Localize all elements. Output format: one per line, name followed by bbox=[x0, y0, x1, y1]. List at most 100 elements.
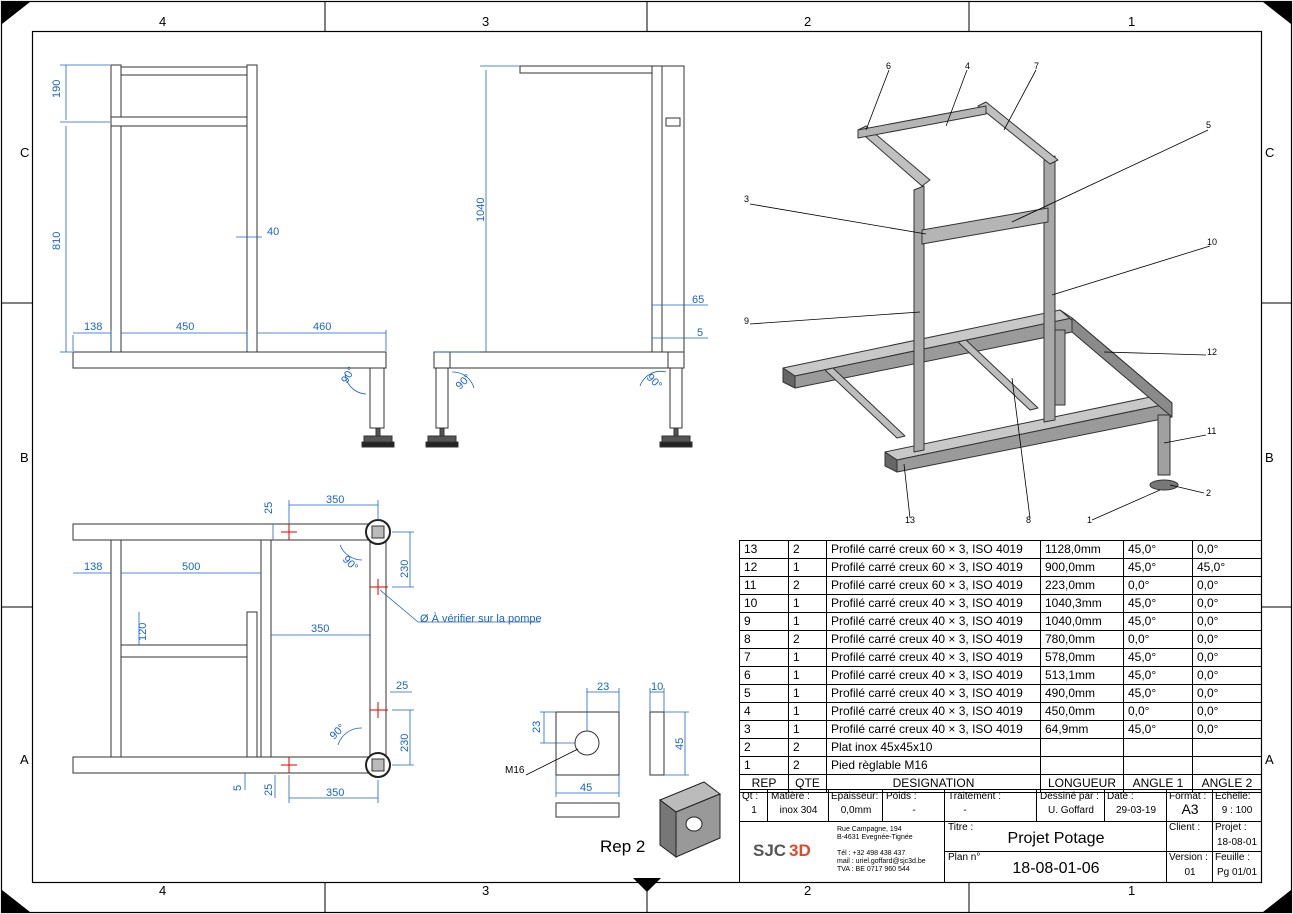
top-cut-marks bbox=[281, 524, 388, 773]
dim-190: 190 bbox=[51, 80, 63, 98]
bom-cell: 45,0° bbox=[1123, 540, 1193, 559]
iso-leaders bbox=[749, 69, 1211, 521]
bom-cell: 45,0° bbox=[1123, 612, 1193, 631]
bom-cell: 5 bbox=[739, 684, 789, 703]
svg-text:3D: 3D bbox=[789, 841, 811, 860]
dim-350-bottom: 350 bbox=[326, 787, 344, 799]
dim-90-side-right: 90° bbox=[644, 372, 664, 392]
qt-label: Qt : bbox=[742, 791, 759, 802]
dim-5: 5 bbox=[697, 327, 703, 339]
m16-leader bbox=[525, 748, 579, 776]
bom-cell: 0,0° bbox=[1123, 630, 1193, 649]
bom-cell: 0,0° bbox=[1192, 666, 1262, 685]
pump-note: Ø À vérifier sur la pompe bbox=[420, 612, 542, 625]
bom-cell: 12 bbox=[739, 558, 789, 577]
zone-row-a-left: A bbox=[20, 752, 29, 767]
bom-cell: 1 bbox=[739, 756, 789, 775]
bom-cell: 11 bbox=[739, 576, 789, 595]
bom-cell: 1 bbox=[788, 702, 827, 721]
bom-cell: Profilé carré creux 40 × 3, ISO 4019 bbox=[826, 666, 1041, 685]
dim-25-bottom: 25 bbox=[263, 784, 275, 796]
dim-230-bottom: 230 bbox=[399, 734, 411, 752]
zone-col-1-top: 1 bbox=[1128, 14, 1136, 29]
dim-230-top: 230 bbox=[399, 560, 411, 578]
plate-dim-45-right: 45 bbox=[674, 738, 686, 750]
traitement-label: Traitement : bbox=[948, 791, 1001, 802]
titre-value: Projet Potage bbox=[1007, 830, 1105, 847]
traitement-value: - bbox=[963, 805, 967, 816]
plate-iso-view bbox=[658, 781, 722, 858]
bom-cell: 6 bbox=[739, 666, 789, 685]
bom-cell bbox=[1192, 756, 1262, 775]
bom-cell: 1 bbox=[788, 666, 827, 685]
front-dims bbox=[60, 64, 387, 395]
poids-value: - bbox=[912, 805, 916, 816]
bom-cell: 0,0° bbox=[1123, 702, 1193, 721]
bom-cell: 64,9mm bbox=[1040, 720, 1124, 739]
bom-cell: 900,0mm bbox=[1040, 558, 1124, 577]
bom-cell: 450,0mm bbox=[1040, 702, 1124, 721]
dim-40: 40 bbox=[267, 226, 279, 238]
epaisseur-label: Epaisseur: bbox=[831, 791, 879, 802]
bom-cell: 2 bbox=[788, 540, 827, 559]
bom-cell: 4 bbox=[739, 702, 789, 721]
matiere-label: Matière : bbox=[771, 791, 810, 802]
dim-460: 460 bbox=[313, 321, 331, 333]
dim-90-top-lower: 90° bbox=[328, 722, 348, 742]
front-view bbox=[72, 64, 395, 448]
bom-cell: 1 bbox=[788, 684, 827, 703]
balloon-7: 7 bbox=[1034, 61, 1039, 71]
bom-cell: 780,0mm bbox=[1040, 630, 1124, 649]
bom-cell: 45,0° bbox=[1123, 666, 1193, 685]
dim-1040: 1040 bbox=[475, 198, 487, 222]
bom-cell: 1 bbox=[788, 558, 827, 577]
iso-balloons: 6 4 7 5 3 10 9 12 11 2 1 8 13 bbox=[744, 61, 1217, 525]
bom-header-cell: DESIGNATION bbox=[826, 774, 1041, 793]
bom-cell: 8 bbox=[739, 630, 789, 649]
plate-detail bbox=[555, 711, 665, 818]
bom-cell: 0,0° bbox=[1192, 720, 1262, 739]
plate-dim-10: 10 bbox=[651, 681, 663, 693]
balloon-1: 1 bbox=[1087, 515, 1092, 525]
dim-500-top: 500 bbox=[182, 561, 200, 573]
bom-cell: 2 bbox=[739, 738, 789, 757]
bom-cell: 0,0° bbox=[1192, 594, 1262, 613]
bom-cell: Profilé carré creux 40 × 3, ISO 4019 bbox=[826, 612, 1041, 631]
bom-cell: 223,0mm bbox=[1040, 576, 1124, 595]
balloon-9: 9 bbox=[744, 316, 749, 326]
bom-cell bbox=[1192, 738, 1262, 757]
bom-cell: Profilé carré creux 40 × 3, ISO 4019 bbox=[826, 648, 1041, 667]
echelle-value: 9 : 100 bbox=[1221, 805, 1253, 816]
bom-header-cell: ANGLE 2 bbox=[1192, 774, 1262, 793]
dim-350-top: 350 bbox=[326, 494, 344, 506]
balloon-12: 12 bbox=[1207, 347, 1217, 357]
company-address: Rue Campagne, 194 B-4631 Evegnée-Tignée … bbox=[837, 826, 926, 873]
balloon-10: 10 bbox=[1207, 237, 1217, 247]
bom-cell: 2 bbox=[788, 576, 827, 595]
bom-cell: 578,0mm bbox=[1040, 648, 1124, 667]
dim-138-top: 138 bbox=[84, 561, 102, 573]
bom-cell: Profilé carré creux 60 × 3, ISO 4019 bbox=[826, 540, 1041, 559]
bom-header-cell: ANGLE 1 bbox=[1123, 774, 1193, 793]
bom-cell: Profilé carré creux 40 × 3, ISO 4019 bbox=[826, 684, 1041, 703]
bom-cell: 0,0° bbox=[1192, 576, 1262, 595]
plate-dim-45-bottom: 45 bbox=[580, 782, 592, 794]
dim-120-top: 120 bbox=[137, 623, 149, 641]
balloon-8: 8 bbox=[1026, 515, 1031, 525]
thread-label: M16 bbox=[505, 765, 525, 776]
plate-dim-23-top: 23 bbox=[597, 681, 609, 693]
plate-dims bbox=[540, 688, 689, 797]
plan-label: Plan n° bbox=[948, 852, 981, 863]
side-view bbox=[425, 65, 693, 448]
epaisseur-value: 0,0mm bbox=[840, 805, 872, 816]
bom-cell: 45,0° bbox=[1123, 720, 1193, 739]
dim-5-top: 5 bbox=[232, 785, 244, 791]
